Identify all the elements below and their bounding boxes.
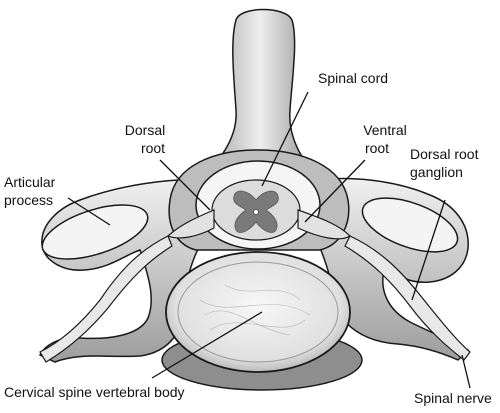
- label-dorsal-root-line2: root: [140, 140, 166, 156]
- central-canal: [253, 209, 259, 215]
- label-dorsal-root-line1: Dorsal: [124, 122, 166, 138]
- label-articular-process-line2: process: [4, 192, 54, 208]
- label-ventral-root-line2: root: [364, 140, 390, 156]
- label-vertebral-body: Cervical spine vertebral body: [4, 384, 185, 400]
- spinous-process: [197, 8, 322, 179]
- vertebral-body-rim: [177, 261, 339, 363]
- label-drg-line1: Dorsal root: [410, 146, 479, 162]
- vertebral-body-surface: [165, 251, 351, 373]
- right-articular-facet: [361, 197, 459, 253]
- label-ventral-root-line1: Ventral: [363, 122, 407, 138]
- trabecular-texture: [199, 284, 311, 336]
- left-spinal-nerve: [39, 235, 173, 363]
- right-spinal-nerve: [344, 235, 471, 361]
- label-spinal-cord: Spinal cord: [318, 70, 389, 86]
- leader-lines: [67, 91, 471, 389]
- label-drg-line2: ganglion: [410, 164, 463, 180]
- label-spinal-nerve: Spinal nerve: [414, 390, 492, 406]
- label-articular-process-line1: Articular: [4, 174, 56, 190]
